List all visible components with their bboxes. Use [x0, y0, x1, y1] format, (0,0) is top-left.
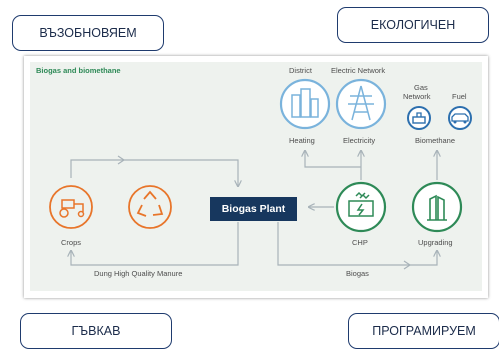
diagram-title: Biogas and biomethane [36, 66, 121, 75]
label-biomethane: Biomethane [415, 136, 456, 145]
label-manure: Dung High Quality Manure [94, 269, 183, 278]
arrow-chp-to-heating [305, 151, 361, 168]
tractor-icon [49, 185, 93, 229]
label-electric-network: Electric Network [331, 66, 386, 75]
label-district: District [289, 66, 312, 75]
recycle-icon [128, 185, 172, 229]
upgrading-icon [411, 181, 463, 233]
chp-icon [335, 181, 387, 233]
arrow-biogas-to-upgrading [277, 222, 437, 266]
label-network: Network [403, 92, 431, 101]
diagram-panel [30, 62, 482, 291]
arrow-mid-chevron [117, 155, 126, 165]
car-icon [448, 106, 472, 130]
label-gas: Gas [414, 83, 428, 92]
pylon-icon [335, 78, 387, 130]
label-heating: Heating [289, 136, 315, 145]
label-upgrading: Upgrading [418, 238, 453, 247]
tag-ecological[interactable]: ЕКОЛОГИЧЕН [337, 7, 489, 43]
gas-network-icon [407, 106, 431, 130]
label-electricity: Electricity [343, 136, 376, 145]
label-fuel: Fuel [452, 92, 467, 101]
tag-renewable[interactable]: ВЪЗОБНОВЯЕМ [12, 15, 164, 51]
arrow-biogas-chevron [403, 260, 412, 270]
label-biogas: Biogas [346, 269, 369, 278]
label-crops: Crops [61, 238, 82, 247]
label-chp: CHP [352, 238, 368, 247]
arrow-plant-to-crops [71, 222, 239, 266]
arrow-crops-to-plant [70, 159, 238, 186]
tag-flexible[interactable]: ГЪВКАВ [20, 313, 172, 349]
biogas-plant-box: Biogas Plant [210, 197, 297, 221]
building-icon [279, 78, 331, 130]
